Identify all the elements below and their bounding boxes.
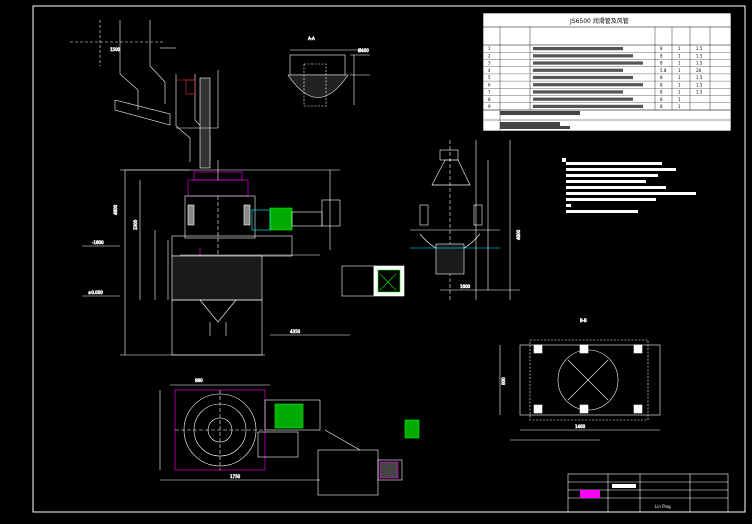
- signature-label: Lin Ping: [655, 504, 671, 509]
- mill-main-elevation: 4800 3300 -1600 ±0.000: [82, 160, 405, 356]
- svg-text:1400: 1400: [575, 424, 586, 429]
- table-cell: 1: [678, 61, 681, 66]
- table-cell: 1.5: [696, 46, 703, 51]
- table-cell: 8: [660, 97, 663, 102]
- table-cell: 8: [660, 104, 663, 109]
- table-cell: 7: [488, 90, 491, 95]
- table-cell: 8: [660, 82, 663, 87]
- mill-plan-view: 1750 880: [159, 378, 420, 496]
- svg-text:1500: 1500: [110, 47, 121, 52]
- table-cell: 1: [678, 75, 681, 80]
- table-cell: 28: [696, 68, 702, 73]
- table-cell: 3: [488, 61, 491, 66]
- drawing-border: [32, 5, 746, 513]
- svg-text:1600: 1600: [460, 284, 471, 289]
- table-cell: 1.5: [696, 61, 703, 66]
- table-cell: 1: [678, 46, 681, 51]
- title-block: Lin Ping: [567, 473, 729, 513]
- table-cell: 4: [488, 68, 491, 73]
- spec-table-title: JS6500 润滑管及风管: [569, 17, 629, 25]
- table-cell: 5.8: [660, 68, 667, 73]
- svg-text:4800: 4800: [113, 204, 118, 215]
- table-cell: 8: [660, 46, 663, 51]
- table-cell: 2: [488, 53, 491, 58]
- feed-chute-view: 1500: [70, 20, 219, 169]
- table-cell: 1: [678, 97, 681, 102]
- table-cell: 1.5: [696, 75, 703, 80]
- svg-text:Ø400: Ø400: [358, 48, 369, 53]
- svg-text:4800: 4800: [516, 229, 521, 240]
- foundation-plan-bb: B-B 1400 800: [499, 318, 661, 441]
- svg-text:1750: 1750: [230, 474, 241, 479]
- table-cell: 8: [488, 97, 491, 102]
- table-cell: 1: [678, 82, 681, 87]
- table-cell: 9: [488, 104, 491, 109]
- elev-left: -1600: [92, 240, 104, 245]
- table-cell: 8: [660, 53, 663, 58]
- svg-text:880: 880: [195, 378, 203, 383]
- table-cell: 1.5: [696, 82, 703, 87]
- table-cell: 1.5: [696, 90, 703, 95]
- table-cell: 8: [660, 61, 663, 66]
- table-cell: 1: [488, 46, 491, 51]
- section-bb-label: B-B: [580, 318, 587, 323]
- elev-bottom: ±0.000: [88, 290, 103, 295]
- svg-text:800: 800: [501, 377, 506, 385]
- notes: [562, 158, 696, 213]
- table-cell: 6: [488, 82, 491, 87]
- section-aa-label: A-A: [308, 36, 315, 41]
- svg-text:3300: 3300: [133, 219, 138, 230]
- table-cell: 1: [678, 90, 681, 95]
- table-cell: 5: [488, 75, 491, 80]
- detail-aa: A-A Ø400: [287, 36, 370, 107]
- classifier-elevation: 4800 1600: [410, 140, 521, 300]
- table-cell: 1: [678, 53, 681, 58]
- svg-text:4350: 4350: [290, 329, 301, 334]
- table-cell: 1: [678, 104, 681, 109]
- table-cell: 8: [660, 90, 663, 95]
- table-cell: 1.5: [696, 53, 703, 58]
- table-cell: 1: [678, 68, 681, 73]
- table-cell: 8: [660, 75, 663, 80]
